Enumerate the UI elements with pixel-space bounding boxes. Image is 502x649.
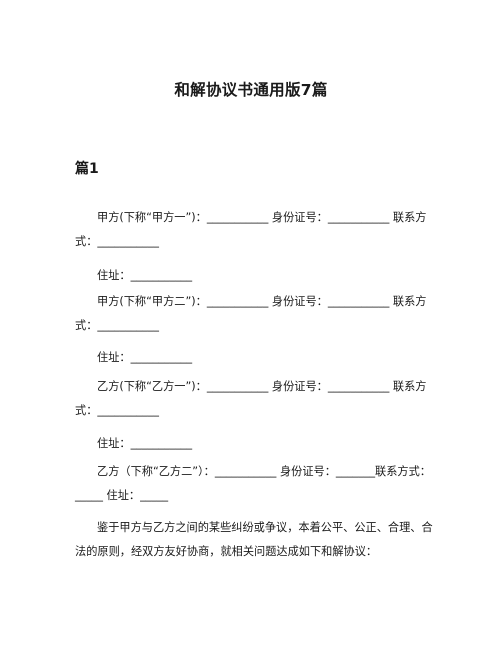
paragraph-party-b-two: 乙方（下称“乙方二”）：___________ 身份证号：_______联系方式…	[75, 465, 431, 502]
paragraph-address-a-two: 住址：___________	[97, 351, 193, 364]
paragraph-address-b-one: 住址：___________	[97, 437, 193, 450]
paragraph-address-a-one: 住址：___________	[97, 269, 193, 282]
document-title: 和解协议书通用版7篇	[174, 81, 328, 99]
paragraph-party-b-one: 乙方(下称“乙方一”)：___________ 身份证号：___________…	[75, 380, 427, 417]
paragraph-preamble: 鉴于甲方与乙方之间的某些纠纷或争议，本着公平、公正、合理、合法的原则，经双方友好…	[75, 521, 433, 558]
section-heading: 篇1	[75, 161, 99, 177]
paragraph-party-a-one: 甲方(下称“甲方一”)：___________ 身份证号：___________…	[75, 211, 427, 248]
paragraph-party-a-two: 甲方(下称“甲方二”)：___________ 身份证号：___________…	[75, 295, 427, 332]
